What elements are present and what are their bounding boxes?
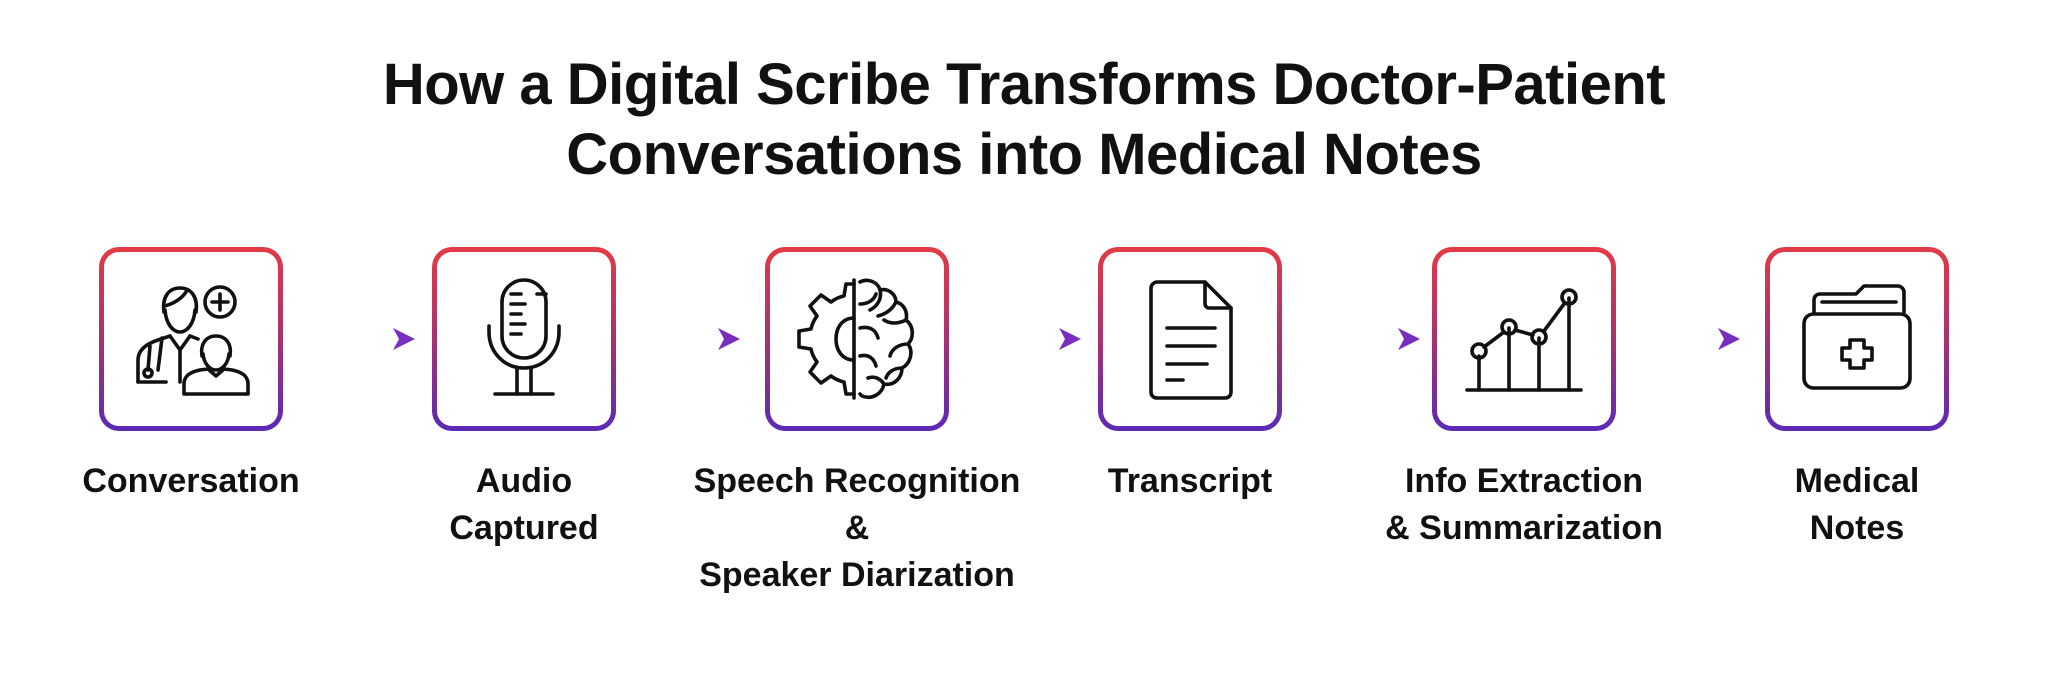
flow-arrow-5 — [1630, 324, 1740, 354]
flow-arrow-1 — [305, 324, 415, 354]
document-icon — [1149, 280, 1233, 400]
step-label-audio-captured: Audio Captured — [449, 462, 599, 547]
step-box-speech-recognition — [765, 247, 949, 431]
medical-folder-icon — [1802, 284, 1912, 390]
title-line-1: How a Digital Scribe Transforms Doctor-P… — [382, 52, 1666, 117]
flow-arrow-4 — [1310, 324, 1420, 354]
step-label-info-extraction: Info Extraction & Summarization — [1385, 462, 1663, 547]
step-box-transcript — [1098, 247, 1282, 431]
line-chart-icon — [1465, 288, 1583, 392]
microphone-icon — [487, 278, 561, 396]
step-label-conversation: Conversation — [82, 462, 300, 500]
step-label-speech-recognition: Speech Recognition & Speaker Diarization — [693, 462, 1021, 594]
step-label-transcript: Transcript — [1107, 462, 1273, 500]
diagram-title: How a Digital Scribe Transforms Doctor-P… — [0, 50, 2048, 190]
step-box-audio-captured — [432, 247, 616, 431]
step-box-medical-notes — [1765, 247, 1949, 431]
flow-arrow-3 — [971, 324, 1081, 354]
title-line-2: Conversations into Medical Notes — [566, 122, 1482, 187]
step-label-medical-notes: Medical Notes — [1794, 462, 1920, 547]
brain-gear-icon — [797, 278, 915, 400]
doctor-patient-icon — [136, 285, 250, 396]
step-box-conversation — [99, 247, 283, 431]
flow-arrow-2 — [630, 324, 740, 354]
step-box-info-extraction — [1432, 247, 1616, 431]
